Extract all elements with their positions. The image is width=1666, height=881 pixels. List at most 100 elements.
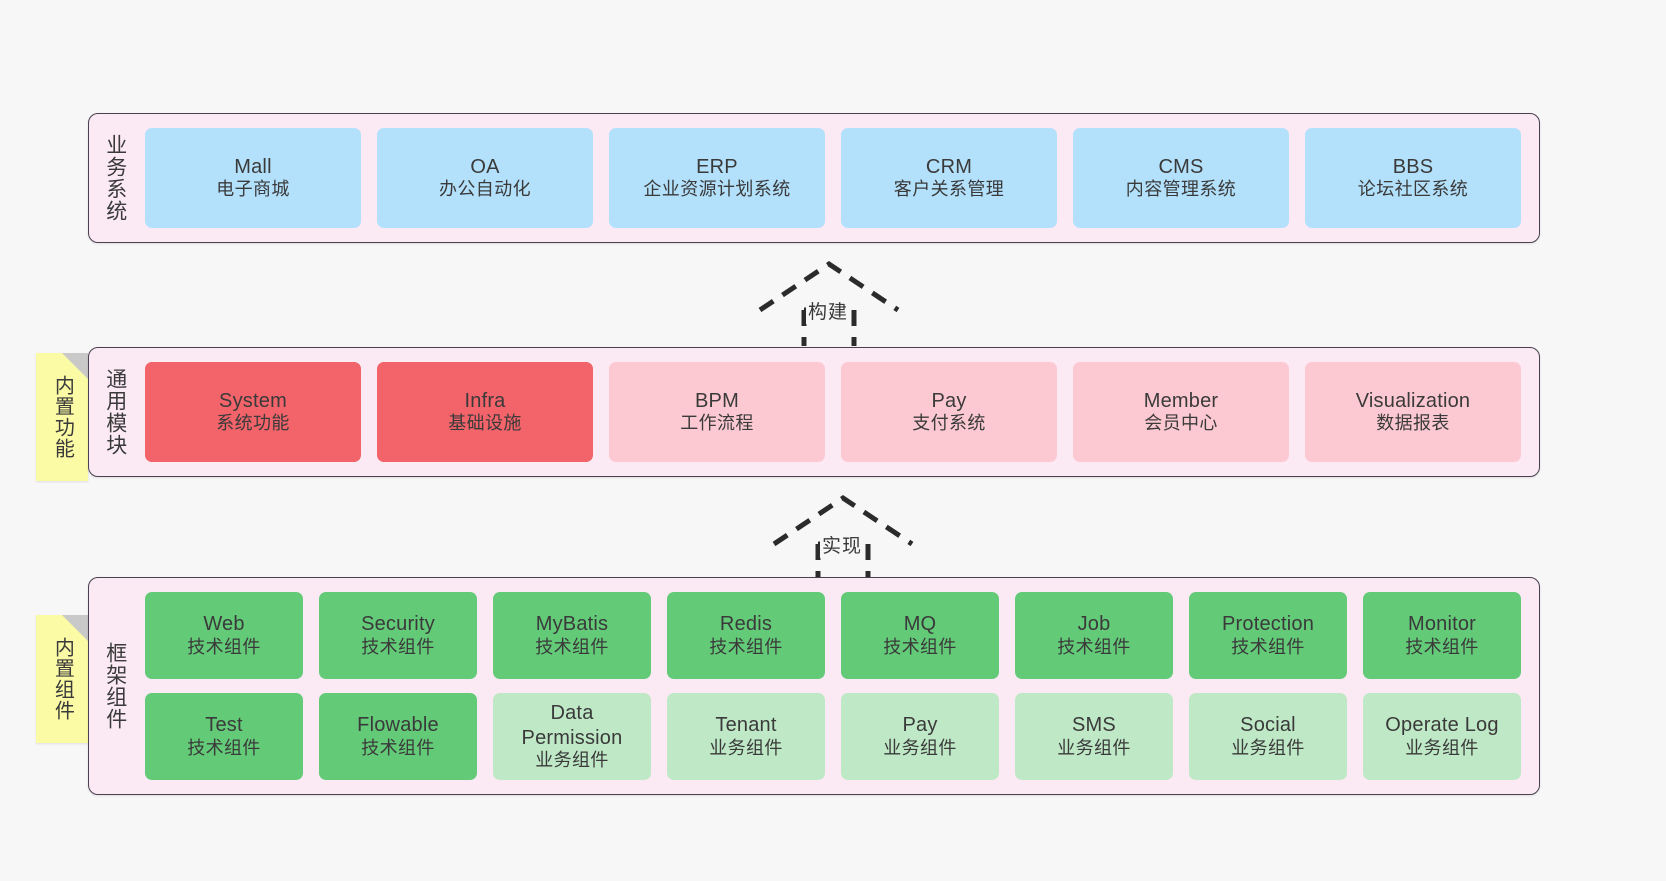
build-arrow-label: 构建 xyxy=(806,297,851,324)
module-subtitle: 办公自动化 xyxy=(439,179,531,200)
module-card-mall[interactable]: Mall 电子商城 xyxy=(145,128,361,228)
component-subtitle: 技术组件 xyxy=(1405,636,1479,657)
module-subtitle: 内容管理系统 xyxy=(1125,179,1237,200)
module-card-oa[interactable]: OA 办公自动化 xyxy=(377,128,593,228)
component-name: Data Permission xyxy=(521,702,623,749)
module-name: Visualization xyxy=(1355,389,1471,412)
module-card-cms[interactable]: CMS 内容管理系统 xyxy=(1073,128,1289,228)
component-card-pay[interactable]: Pay 业务组件 xyxy=(841,693,999,780)
component-name: MyBatis xyxy=(535,613,609,636)
layer-title-business-systems: 业务系统 xyxy=(103,134,127,222)
module-name: OA xyxy=(470,155,500,178)
layer-body-general-modules: System 系统功能 Infra 基础设施 BPM 工作流程 Pay 支付系统… xyxy=(141,348,1539,476)
layer-panel-general-modules: 通用模块 System 系统功能 Infra 基础设施 BPM 工作流程 Pay… xyxy=(88,347,1540,477)
build-arrow: 构建 xyxy=(756,258,902,350)
sticky-note-builtin-components: 内置组件 xyxy=(36,615,88,743)
layer-row-tech: Web 技术组件 Security 技术组件 MyBatis 技术组件 Redi… xyxy=(145,592,1521,679)
module-name: BBS xyxy=(1392,155,1434,178)
module-name: Mall xyxy=(234,155,272,178)
component-subtitle: 业务组件 xyxy=(709,737,783,758)
component-subtitle: 技术组件 xyxy=(1231,636,1305,657)
module-name: System xyxy=(219,389,287,412)
module-subtitle: 工作流程 xyxy=(680,413,754,434)
module-subtitle: 系统功能 xyxy=(216,413,290,434)
module-card-visualization[interactable]: Visualization 数据报表 xyxy=(1305,362,1521,462)
component-name: Monitor xyxy=(1407,613,1477,636)
component-card-mq[interactable]: MQ 技术组件 xyxy=(841,592,999,679)
module-subtitle: 数据报表 xyxy=(1376,413,1450,434)
module-name: Pay xyxy=(931,389,967,412)
module-card-pay[interactable]: Pay 支付系统 xyxy=(841,362,1057,462)
layer-rows: Web 技术组件 Security 技术组件 MyBatis 技术组件 Redi… xyxy=(145,592,1521,780)
component-subtitle: 技术组件 xyxy=(535,636,609,657)
module-card-infra[interactable]: Infra 基础设施 xyxy=(377,362,593,462)
component-card-protection[interactable]: Protection 技术组件 xyxy=(1189,592,1347,679)
note-fold-corner-icon xyxy=(62,353,88,379)
component-card-tenant[interactable]: Tenant 业务组件 xyxy=(667,693,825,780)
layer-row: System 系统功能 Infra 基础设施 BPM 工作流程 Pay 支付系统… xyxy=(145,362,1521,462)
module-subtitle: 支付系统 xyxy=(912,413,986,434)
module-name: CMS xyxy=(1158,155,1204,178)
component-card-data-permission[interactable]: Data Permission 业务组件 xyxy=(493,693,651,780)
layer-row-business: Test 技术组件 Flowable 技术组件 Data Permission … xyxy=(145,693,1521,780)
component-card-social[interactable]: Social 业务组件 xyxy=(1189,693,1347,780)
component-subtitle: 技术组件 xyxy=(187,636,261,657)
component-name: Tenant xyxy=(715,714,777,737)
component-card-operate-log[interactable]: Operate Log 业务组件 xyxy=(1363,693,1521,780)
layer-title-framework-components: 框架组件 xyxy=(103,642,127,730)
sticky-note-label: 内置功能 xyxy=(51,375,74,459)
component-card-job[interactable]: Job 技术组件 xyxy=(1015,592,1173,679)
component-name: Job xyxy=(1077,613,1111,636)
component-card-sms[interactable]: SMS 业务组件 xyxy=(1015,693,1173,780)
module-subtitle: 会员中心 xyxy=(1144,413,1218,434)
component-name: Protection xyxy=(1221,613,1315,636)
component-subtitle: 业务组件 xyxy=(1057,737,1131,758)
component-name: Web xyxy=(203,613,245,636)
component-name: Pay xyxy=(902,714,938,737)
component-name: Flowable xyxy=(357,714,439,737)
layer-panel-business-systems: 业务系统 Mall 电子商城 OA 办公自动化 ERP 企业资源计划系统 CRM… xyxy=(88,113,1540,243)
module-name: CRM xyxy=(925,155,973,178)
component-subtitle: 技术组件 xyxy=(187,737,261,758)
component-name: Redis xyxy=(719,613,773,636)
module-card-member[interactable]: Member 会员中心 xyxy=(1073,362,1289,462)
component-name: Operate Log xyxy=(1385,714,1499,737)
component-subtitle: 业务组件 xyxy=(1231,737,1305,758)
component-subtitle: 业务组件 xyxy=(883,737,957,758)
module-name: BPM xyxy=(695,389,739,412)
component-subtitle: 技术组件 xyxy=(361,737,435,758)
component-card-flowable[interactable]: Flowable 技术组件 xyxy=(319,693,477,780)
layer-row: Mall 电子商城 OA 办公自动化 ERP 企业资源计划系统 CRM 客户关系… xyxy=(145,128,1521,228)
sticky-note-builtin-features: 内置功能 xyxy=(36,353,88,481)
note-fold-corner-icon xyxy=(62,615,88,641)
module-subtitle: 基础设施 xyxy=(448,413,522,434)
layer-panel-framework-components: 框架组件 Web 技术组件 Security 技术组件 MyBatis 技术组件… xyxy=(88,577,1540,795)
component-card-security[interactable]: Security 技术组件 xyxy=(319,592,477,679)
component-name: SMS xyxy=(1072,714,1116,737)
module-card-bpm[interactable]: BPM 工作流程 xyxy=(609,362,825,462)
component-subtitle: 技术组件 xyxy=(883,636,957,657)
component-subtitle: 技术组件 xyxy=(361,636,435,657)
component-card-web[interactable]: Web 技术组件 xyxy=(145,592,303,679)
component-card-mybatis[interactable]: MyBatis 技术组件 xyxy=(493,592,651,679)
implement-arrow: 实现 xyxy=(770,492,916,584)
component-card-monitor[interactable]: Monitor 技术组件 xyxy=(1363,592,1521,679)
module-name: Infra xyxy=(464,389,506,412)
module-name: ERP xyxy=(696,155,738,178)
module-card-bbs[interactable]: BBS 论坛社区系统 xyxy=(1305,128,1521,228)
component-subtitle: 技术组件 xyxy=(709,636,783,657)
implement-arrow-label: 实现 xyxy=(820,531,865,558)
component-card-redis[interactable]: Redis 技术组件 xyxy=(667,592,825,679)
component-name: Social xyxy=(1240,714,1296,737)
layer-title-general-modules: 通用模块 xyxy=(103,368,127,456)
component-subtitle: 技术组件 xyxy=(1057,636,1131,657)
component-name: MQ xyxy=(903,613,937,636)
component-card-test[interactable]: Test 技术组件 xyxy=(145,693,303,780)
module-card-erp[interactable]: ERP 企业资源计划系统 xyxy=(609,128,825,228)
module-card-system[interactable]: System 系统功能 xyxy=(145,362,361,462)
component-name: Security xyxy=(361,613,435,636)
module-subtitle: 论坛社区系统 xyxy=(1357,179,1469,200)
layer-body-framework-components: Web 技术组件 Security 技术组件 MyBatis 技术组件 Redi… xyxy=(141,578,1539,794)
module-card-crm[interactable]: CRM 客户关系管理 xyxy=(841,128,1057,228)
component-subtitle: 业务组件 xyxy=(1405,737,1479,758)
